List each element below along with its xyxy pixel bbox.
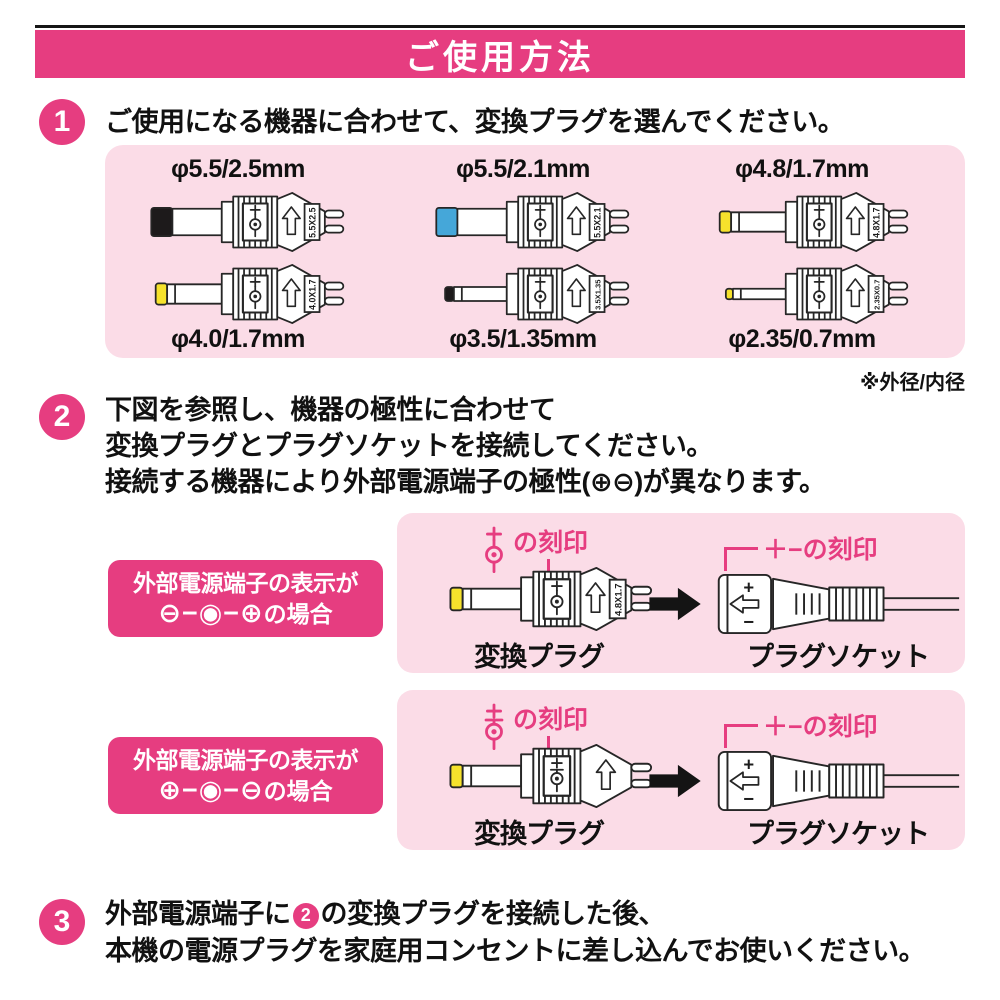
svg-text:5.5X2.5: 5.5X2.5 [307, 207, 317, 237]
plug-selection-panel: φ5.5/2.5mm φ5.5/2.1mm φ4.8/1.7mm 5.5X2.5… [105, 145, 965, 358]
step2-heading: 下図を参照し、機器の極性に合わせて 変換プラグとプラグソケットを接続してください… [105, 392, 826, 500]
step3-number-badge: 3 [39, 899, 85, 945]
conversion-plug-figure: 4.8X1.7 [425, 559, 653, 639]
polarity-stamp-icon [479, 696, 509, 758]
leader-line [724, 724, 727, 748]
socket-caption: ＋−の刻印 [763, 536, 878, 564]
plug-size-label: φ4.8/1.7mm [735, 155, 869, 183]
svg-text:−: − [743, 788, 754, 809]
svg-text:5.5X2.1: 5.5X2.1 [592, 207, 602, 237]
plug-size-label: φ5.5/2.5mm [171, 155, 305, 183]
case-symbols-line: ⊕−◉−⊖の場合 [158, 775, 332, 806]
top-divider-rule [35, 25, 965, 28]
stamp-caption: の刻印 [513, 529, 589, 557]
svg-text:4.0X1.7: 4.0X1.7 [307, 279, 317, 309]
plug-figure: 2.35X0.7 [677, 257, 927, 331]
conversion-plug-label: 変換プラグ [474, 819, 605, 849]
plug-figure: 4.8X1.7 [677, 185, 927, 259]
step2-line2: 変換プラグとプラグソケットを接続してください。 [105, 431, 713, 461]
plug-figure: 5.5X2.1 [398, 185, 648, 259]
polarity-symbols: ⊖−◉−⊕ [158, 598, 264, 628]
step3-line2: 本機の電源プラグを家庭用コンセントに差し込んでお使いください。 [105, 936, 926, 966]
step2-number-badge: 2 [39, 394, 85, 440]
flow-arrow-icon [649, 762, 703, 800]
plug-figure: 4.0X1.7 [113, 257, 363, 331]
case-suffix: の場合 [263, 778, 333, 804]
stamp-caption: の刻印 [513, 706, 589, 734]
step3-line1-prefix: 外部電源端子に [105, 899, 291, 929]
polarity-case-box: 外部電源端子の表示が ⊖−◉−⊕の場合 [108, 560, 383, 637]
svg-text:−: − [743, 611, 754, 632]
plug-socket-label: プラグソケット [747, 642, 930, 672]
step3-number: 3 [53, 905, 71, 938]
plug-socket-label: プラグソケット [747, 819, 930, 849]
conversion-plug-label: 変換プラグ [474, 642, 605, 672]
step1-heading: ご使用になる機器に合わせて、変換プラグを選んでください。 [105, 107, 845, 137]
svg-text:4.8X1.7: 4.8X1.7 [871, 207, 881, 237]
plug-size-label: φ2.35/0.7mm [728, 325, 876, 353]
case-text: 外部電源端子の表示が [133, 747, 359, 773]
plug-size-label: φ3.5/1.35mm [449, 325, 597, 353]
case-symbols-line: ⊖−◉−⊕の場合 [158, 598, 332, 629]
step2-line3: 接続する機器により外部電源端子の極性(⊕⊖)が異なります。 [105, 467, 826, 497]
section-header-banner: ご使用方法 [35, 30, 965, 78]
flow-arrow-icon [649, 585, 703, 623]
step3-line1-suffix: の変換プラグを接続した後、 [320, 899, 666, 929]
plug-socket-figure: +− [711, 734, 963, 828]
svg-text:+: + [743, 753, 754, 774]
step1-number: 1 [53, 105, 71, 138]
socket-caption: ＋−の刻印 [763, 713, 878, 741]
polarity-case-box: 外部電源端子の表示が ⊕−◉−⊖の場合 [108, 737, 383, 814]
case-suffix: の場合 [263, 601, 333, 627]
leader-line [724, 724, 758, 727]
case-text: 外部電源端子の表示が [133, 570, 359, 596]
plug-figure: 3.5X1.35 [398, 257, 648, 331]
connection-diagram-panel: の刻印 4.8X1.7 ＋−の刻印 +− 変換プラグ プラグソケット [397, 513, 965, 673]
svg-text:3.5X1.35: 3.5X1.35 [593, 280, 602, 310]
leader-line [724, 547, 727, 571]
step2-line1: 下図を参照し、機器の極性に合わせて [105, 395, 556, 425]
connection-diagram-panel: の刻印 ＋−の刻印 +− 変換プラグ プラグソケット [397, 690, 965, 850]
plug-size-label: φ5.5/2.1mm [456, 155, 590, 183]
step2-reference-badge: 2 [292, 902, 319, 929]
polarity-symbols: ⊕−◉−⊖ [158, 775, 264, 805]
outer-inner-diameter-note: ※外径/内径 [860, 372, 965, 394]
leader-line [724, 547, 758, 550]
svg-text:2.35X0.7: 2.35X0.7 [872, 280, 881, 310]
step1-number-badge: 1 [39, 99, 85, 145]
step2-number: 2 [53, 400, 71, 433]
conversion-plug-figure [425, 736, 653, 816]
page-title: ご使用方法 [405, 38, 595, 77]
svg-text:4.8X1.7: 4.8X1.7 [612, 584, 623, 616]
plug-size-label: φ4.0/1.7mm [171, 325, 305, 353]
svg-text:+: + [743, 576, 754, 597]
polarity-stamp-icon [479, 519, 509, 581]
plug-figure: 5.5X2.5 [113, 185, 363, 259]
plug-socket-figure: +− [711, 557, 963, 651]
